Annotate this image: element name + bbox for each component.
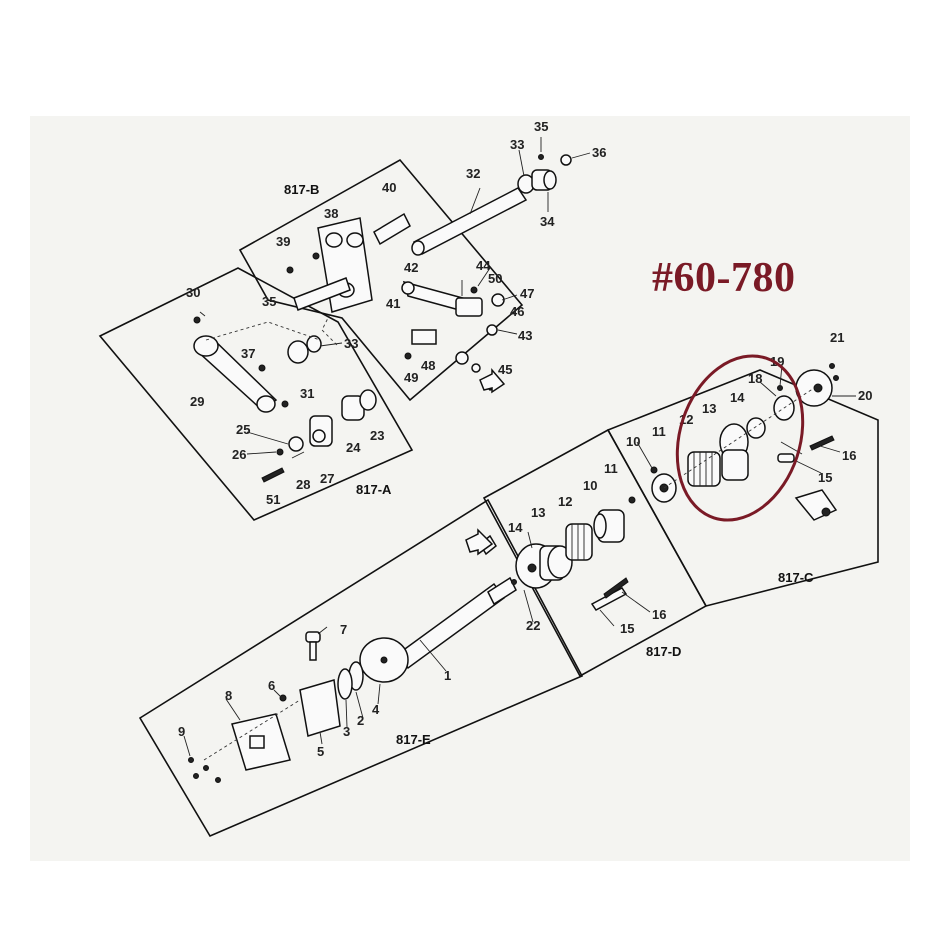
direction-arrow-icon [465,528,494,556]
callout-6: 6 [268,678,275,693]
callout-16-d: 16 [652,607,666,622]
callout-51: 51 [266,492,280,507]
callout-18: 18 [748,371,762,386]
callout-28: 28 [296,477,310,492]
callout-50: 50 [488,271,502,286]
callout-44: 44 [476,258,491,273]
callout-30: 30 [186,285,200,300]
callout-22: 22 [526,618,540,633]
callout-13-d: 13 [531,505,545,520]
group-817-b-parts [286,154,572,391]
needle-bearing-12-d [565,523,593,561]
callout-29: 29 [190,394,204,409]
callout-35-b: 35 [534,119,548,134]
callout-4: 4 [372,702,380,717]
callout-39: 39 [276,234,290,249]
callout-24: 24 [346,440,361,455]
group-817-d-parts [479,496,636,611]
part-number-title: #60-780 [652,255,796,301]
group-817-a-parts [193,316,377,483]
callout-15-c: 15 [818,470,832,485]
callout-41: 41 [386,296,400,311]
callout-2: 2 [357,713,364,728]
callout-38: 38 [324,206,338,221]
group-frame-817-d [482,428,708,678]
callout-45: 45 [498,362,512,377]
direction-arrow-icon [479,367,506,394]
callout-5: 5 [317,744,324,759]
callout-27: 27 [320,471,334,486]
callout-34: 34 [540,214,555,229]
group-label-817-d: 817-D [646,644,681,659]
callout-14-d: 14 [508,520,523,535]
callout-3: 3 [343,724,350,739]
callout-46: 46 [510,304,524,319]
group-frame-817-e [138,498,584,838]
group-label-817-c: 817-C [778,570,814,585]
callout-48: 48 [421,358,435,373]
group-label-817-e: 817-E [396,732,431,747]
callout-33-a: 33 [344,336,358,351]
callout-numbers: 1 2 3 4 5 6 7 8 9 10 11 12 13 14 15 16 1… [178,119,872,759]
callout-12-d: 12 [558,494,572,509]
callout-31: 31 [300,386,314,401]
needle-bearing-12-c [687,451,721,487]
group-label-817-a: 817-A [356,482,392,497]
callout-11-c: 11 [652,424,666,439]
callout-10-c: 10 [626,434,640,449]
callout-37: 37 [241,346,255,361]
callout-8: 8 [225,688,232,703]
callout-42: 42 [404,260,418,275]
callout-49: 49 [404,370,418,385]
callout-26: 26 [232,447,246,462]
callout-11-d: 11 [604,461,618,476]
callout-14-c: 14 [730,390,745,405]
group-817-e-parts [188,576,517,783]
callout-21: 21 [830,330,844,345]
callout-9: 9 [178,724,185,739]
callout-47: 47 [520,286,534,301]
callout-1: 1 [444,668,451,683]
callout-16-c: 16 [842,448,856,463]
callout-35-a: 35 [262,294,276,309]
group-frame-817-b [238,158,524,402]
callout-15-d: 15 [620,621,634,636]
callout-23: 23 [370,428,384,443]
callout-7: 7 [340,622,347,637]
callout-33-b: 33 [510,137,524,152]
callout-13-c: 13 [702,401,716,416]
group-label-817-b: 817-B [284,182,319,197]
group-frame-817-c [606,369,879,607]
callout-40: 40 [382,180,396,195]
callout-36: 36 [592,145,606,160]
highlight-circle [675,354,805,522]
leader-lines [183,137,856,757]
scanned-page [30,116,910,861]
callout-25: 25 [236,422,250,437]
group-817-c-parts [650,363,839,521]
callout-10-d: 10 [583,478,597,493]
group-frame-817-a [98,267,414,521]
callout-20: 20 [858,388,872,403]
callout-32: 32 [466,166,480,181]
callout-43: 43 [518,328,532,343]
